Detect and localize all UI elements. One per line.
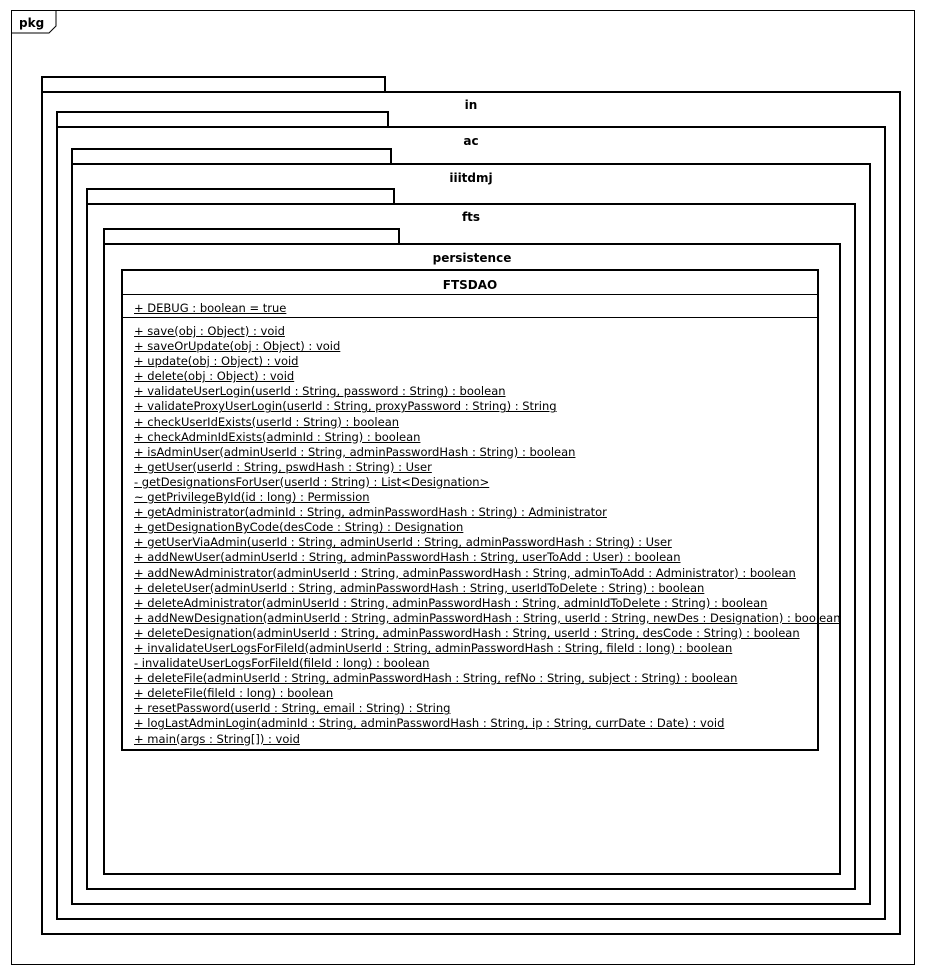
operation: + update(obj : Object) : void — [134, 354, 299, 369]
package-name-in: in — [464, 98, 478, 112]
diagram-frame — [11, 10, 915, 965]
package-name-ac: ac — [463, 134, 479, 148]
operation: + checkAdminIdExists(adminId : String) :… — [134, 429, 421, 444]
class-ftsdao: FTSDAO + DEBUG : boolean = true + save(o… — [121, 269, 840, 751]
attribute-separator — [123, 317, 817, 318]
operation: + validateUserLogin(userId : String, pas… — [134, 384, 506, 399]
operation: + main(args : String[]) : void — [134, 731, 300, 746]
operation: + logLastAdminLogin(adminId : String, ad… — [134, 716, 725, 731]
package-tab-persistence — [103, 228, 400, 244]
frame-label: pkg — [19, 16, 45, 30]
operation: ~ getPrivilegeById(id : long) : Permissi… — [134, 490, 370, 505]
package-name-fts: fts — [461, 210, 481, 224]
operation: + validateProxyUserLogin(userId : String… — [134, 399, 557, 414]
operation: + getUser(userId : String, pswdHash : St… — [134, 459, 432, 474]
package-name-iiitdmj: iiitdmj — [449, 171, 493, 185]
operation: + deleteAdministrator(adminUserId : Stri… — [134, 595, 768, 610]
operation: - invalidateUserLogsForFileId(fileId : l… — [134, 656, 430, 671]
operation: + delete(obj : Object) : void — [134, 369, 295, 384]
operation: + saveOrUpdate(obj : Object) : void — [134, 339, 341, 354]
operation: + checkUserIdExists(userId : String) : b… — [134, 414, 400, 429]
package-name-persistence: persistence — [432, 251, 512, 265]
operation: - getDesignationsForUser(userId : String… — [134, 474, 490, 489]
operation: + getDesignationByCode(desCode : String)… — [134, 520, 464, 535]
class-name: FTSDAO — [442, 278, 498, 292]
operation: + addNewUser(adminUserId : String, admin… — [134, 550, 681, 565]
operation: + getUserViaAdmin(userId : String, admin… — [134, 535, 672, 550]
operation: + invalidateUserLogsForFileId(adminUserI… — [134, 640, 733, 655]
operations-list: + save(obj : Object) : void + saveOrUpda… — [134, 324, 840, 747]
package-tab-ac — [56, 111, 389, 127]
operation: + save(obj : Object) : void — [134, 324, 285, 338]
operation: + deleteFile(adminUserId : String, admin… — [134, 671, 738, 686]
operation: + deleteDesignation(adminUserId : String… — [134, 625, 800, 640]
operation: + resetPassword(userId : String, email :… — [134, 701, 451, 716]
class-name-separator — [123, 294, 817, 295]
operation: + addNewDesignation(adminUserId : String… — [134, 610, 841, 625]
operation: + addNewAdministrator(adminUserId : Stri… — [134, 565, 796, 580]
operation: + deleteFile(fileId : long) : boolean — [134, 686, 334, 701]
operation: + deleteUser(adminUserId : String, admin… — [134, 580, 705, 595]
package-tab-fts — [86, 188, 395, 204]
frame-tag — [11, 10, 57, 34]
package-tab-in — [41, 76, 386, 92]
operation: + isAdminUser(adminUserId : String, admi… — [134, 444, 576, 459]
operation: + getAdministrator(adminId : String, adm… — [134, 505, 607, 520]
package-tab-iiitdmj — [71, 148, 392, 164]
class-attribute: + DEBUG : boolean = true — [134, 301, 287, 315]
